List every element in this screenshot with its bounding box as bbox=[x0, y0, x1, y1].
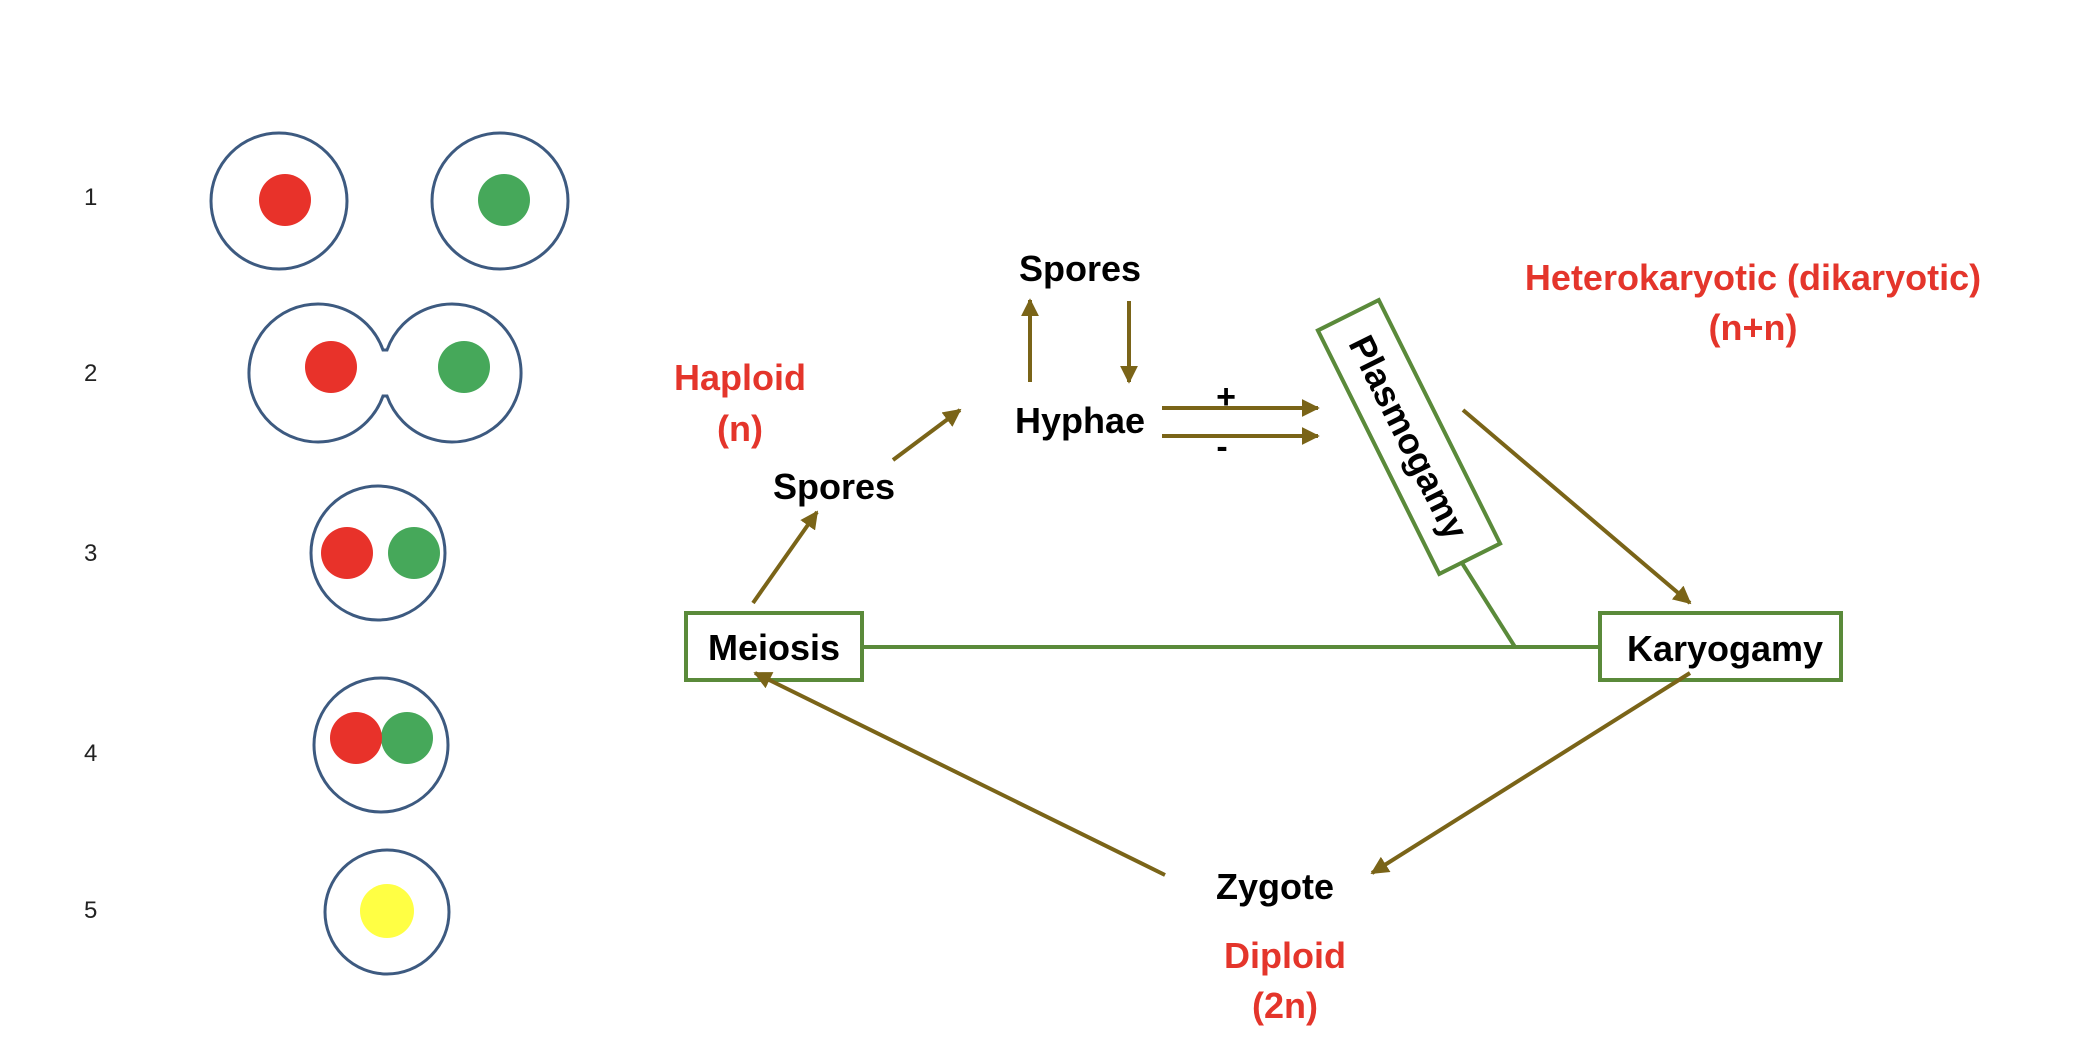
karyogamy-box: Karyogamy bbox=[1598, 611, 1843, 682]
red-nucleus bbox=[321, 527, 373, 579]
red-nucleus bbox=[305, 341, 357, 393]
meiosis-box: Meiosis bbox=[684, 611, 864, 682]
arrow-karyogamy-to-zygote bbox=[1370, 671, 1692, 875]
zygote-label: Zygote bbox=[1216, 866, 1334, 907]
karyogamy-label: Karyogamy bbox=[1627, 628, 1823, 669]
stage-number-3: 3 bbox=[84, 540, 97, 567]
green-nucleus bbox=[388, 527, 440, 579]
arrow-zygote-to-meiosis bbox=[753, 671, 1166, 877]
hyphae-label: Hyphae bbox=[1015, 400, 1145, 441]
stage-4: 4 bbox=[84, 676, 450, 814]
diploid-ploidy-label: (2n) bbox=[1252, 985, 1318, 1026]
arrow-plasmogamy-to-karyogamy bbox=[1461, 408, 1692, 605]
stage-2: 2 bbox=[84, 302, 523, 444]
plasmogamy-connector-line bbox=[1460, 561, 1517, 649]
meiosis-label: Meiosis bbox=[708, 627, 840, 668]
heterokaryotic-label: Heterokaryotic (dikaryotic) bbox=[1525, 257, 1981, 298]
stage-number-5: 5 bbox=[84, 897, 97, 924]
green-nucleus bbox=[438, 341, 490, 393]
stage-number-1: 1 bbox=[84, 184, 97, 211]
minus-mating-type: - bbox=[1216, 428, 1227, 466]
red-nucleus bbox=[330, 712, 382, 764]
red-nucleus bbox=[259, 174, 311, 226]
stage-number-4: 4 bbox=[84, 740, 97, 767]
cycle-arrows bbox=[751, 298, 1692, 877]
stage-3: 3 bbox=[84, 484, 447, 622]
dikaryotic-cell bbox=[309, 484, 447, 622]
plasmogamy-box: Plasmogamy bbox=[1315, 297, 1503, 577]
arrow-meiosis-to-spores bbox=[751, 510, 819, 605]
fusing-cells bbox=[247, 302, 523, 444]
green-nucleus bbox=[381, 712, 433, 764]
diploid-label: Diploid bbox=[1224, 935, 1346, 976]
yellow-diploid-nucleus bbox=[360, 884, 414, 938]
arrow-spores-to-hyphae bbox=[891, 408, 962, 462]
spores-top-label: Spores bbox=[1019, 248, 1141, 289]
green-nucleus bbox=[478, 174, 530, 226]
stage-5: 5 bbox=[84, 848, 451, 976]
haploid-ploidy-label: (n) bbox=[717, 408, 763, 449]
spores-left-label: Spores bbox=[773, 466, 895, 507]
haploid-label: Haploid bbox=[674, 357, 806, 398]
plus-mating-type: + bbox=[1216, 378, 1236, 416]
stage-1: 1 bbox=[84, 131, 570, 271]
heterokaryotic-ploidy-label: (n+n) bbox=[1709, 307, 1798, 348]
stage-number-2: 2 bbox=[84, 360, 97, 387]
